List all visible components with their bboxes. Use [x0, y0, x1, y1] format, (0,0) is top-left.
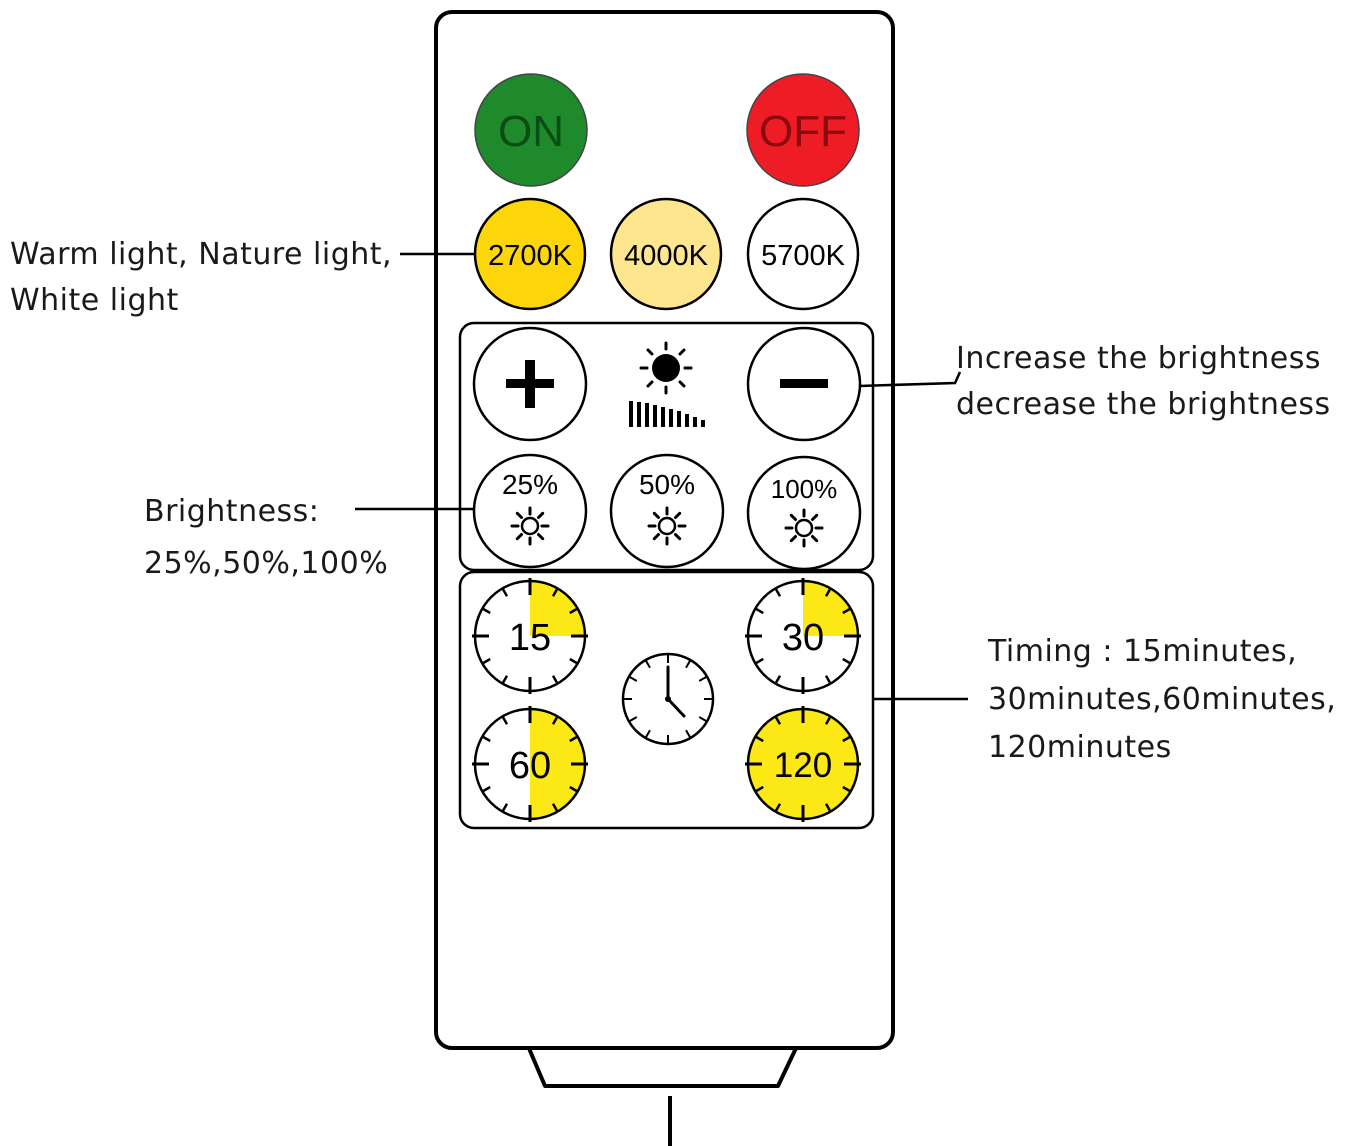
brightness-bars-icon [629, 401, 705, 427]
brightness-50-label: 50% [639, 469, 695, 500]
timer-15-button[interactable]: 15 [472, 578, 588, 694]
nature-label: 4000K [624, 240, 709, 272]
brightness-25-button[interactable]: 25% [472, 453, 588, 569]
annotation-line: Timing : 15minutes, [988, 634, 1298, 669]
brightness-100-label: 100% [771, 474, 838, 504]
annotation-line: 120minutes [988, 730, 1172, 765]
annotation-line: Increase the brightness [956, 341, 1322, 376]
on-label: ON [498, 107, 564, 156]
timer-dial-icon [745, 578, 861, 694]
off-button[interactable]: OFF [746, 73, 860, 187]
annotation-line: Brightness: [144, 494, 320, 529]
warm-light-button[interactable]: 2700K [473, 197, 587, 311]
timing-annotation: Timing : 15minutes, 30minutes,60minutes,… [988, 628, 1336, 772]
brightness-adjust-annotation: Increase the brightness decrease the bri… [956, 336, 1331, 428]
timer-dial-icon [472, 706, 588, 822]
nature-light-button[interactable]: 4000K [609, 197, 723, 311]
timer-60-button[interactable]: 60 [472, 706, 588, 822]
sun-icon [510, 506, 550, 546]
remote-bottom-cap [526, 1045, 799, 1088]
timer-30-button[interactable]: 30 [745, 578, 861, 694]
color-temp-annotation: Warm light, Nature light, White light [10, 232, 392, 324]
brightness-adjust-leader-line [858, 371, 962, 388]
off-label: OFF [759, 107, 847, 156]
on-button[interactable]: ON [474, 73, 588, 187]
warm-label: 2700K [488, 240, 573, 272]
annotation-line: White light [10, 283, 179, 318]
brightness-50-button[interactable]: 50% [609, 453, 725, 569]
white-label: 5700K [761, 240, 846, 272]
brightness-sun-icon [639, 341, 693, 395]
annotation-line: Warm light, Nature light, [10, 237, 393, 272]
timer-15-label: 15 [509, 617, 551, 659]
sun-icon [784, 508, 824, 548]
timer-120-button[interactable]: 120 [745, 706, 861, 822]
timer-120-label: 120 [774, 746, 832, 785]
brightness-100-button[interactable]: 100% [746, 455, 862, 571]
sun-icon [647, 506, 687, 546]
brightness-preset-annotation: Brightness: 25%,50%,100% [144, 486, 388, 590]
brightness-25-label: 25% [502, 469, 558, 500]
annotation-line: 30minutes,60minutes, [988, 682, 1337, 717]
timer-60-label: 60 [509, 745, 551, 787]
annotation-line: decrease the brightness [956, 387, 1331, 422]
timer-dial-icon [745, 706, 861, 822]
timer-30-label: 30 [782, 617, 824, 659]
clock-icon [621, 652, 715, 746]
annotation-line: 25%,50%,100% [144, 546, 389, 581]
brightness-increase-button[interactable] [472, 326, 588, 442]
plus-icon [506, 360, 554, 408]
timer-dial-icon [472, 578, 588, 694]
minus-icon [780, 379, 828, 388]
brightness-decrease-button[interactable] [746, 326, 862, 442]
white-light-button[interactable]: 5700K [746, 197, 860, 311]
